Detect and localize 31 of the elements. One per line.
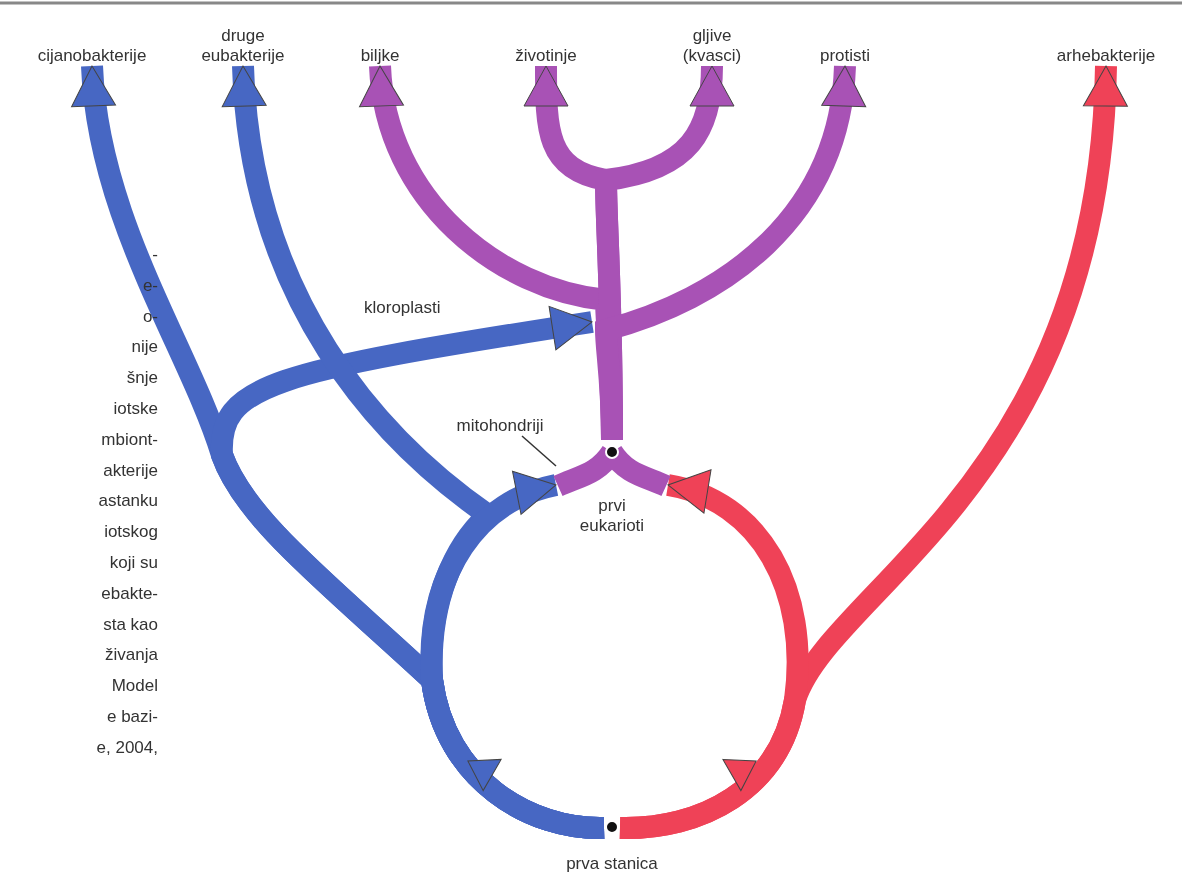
body-text-line: ebakte- (101, 583, 158, 604)
lineage-arrow (420, 473, 605, 839)
lineage-label: cijanobakterije (37, 46, 147, 66)
body-text-line: iotskog (104, 522, 158, 543)
body-text-line: astanku (98, 491, 158, 512)
edge-label: kloroplasti (362, 298, 443, 318)
body-text-line: šnje (126, 368, 158, 389)
body-text-line: živanja (105, 645, 158, 666)
body-text-line: e- (142, 275, 158, 296)
body-text-line: e bazi- (106, 707, 158, 727)
body-text-line: koji su (109, 553, 158, 573)
lineage-label: druge eubakterije (200, 26, 286, 66)
lineage-arrow (619, 472, 809, 839)
lineage-label: gljive (kvasci) (681, 26, 743, 66)
leader-line (521, 435, 557, 467)
body-text-line: iotske (113, 399, 158, 419)
callout-label: mitohondriji (456, 416, 544, 436)
stage-label: prva stanica (565, 854, 659, 874)
body-text-line: - (152, 245, 158, 265)
body-text-line: mbiont- (101, 429, 158, 450)
lineage-arrow (595, 64, 864, 441)
lineage-label: arhebakterije (1056, 46, 1156, 66)
body-text-line: nije (131, 337, 158, 358)
body-text-line: akterije (103, 460, 158, 481)
body-text-line: e, 2004, (96, 737, 158, 758)
stage-label: prvi eukarioti (578, 496, 646, 536)
lineage-label: životinje (515, 46, 577, 66)
lineage-label: protisti (819, 46, 871, 66)
body-text-line: Model (111, 676, 158, 697)
body-text-line: sta kao (103, 614, 158, 635)
lineage-label: biljke (360, 46, 400, 66)
